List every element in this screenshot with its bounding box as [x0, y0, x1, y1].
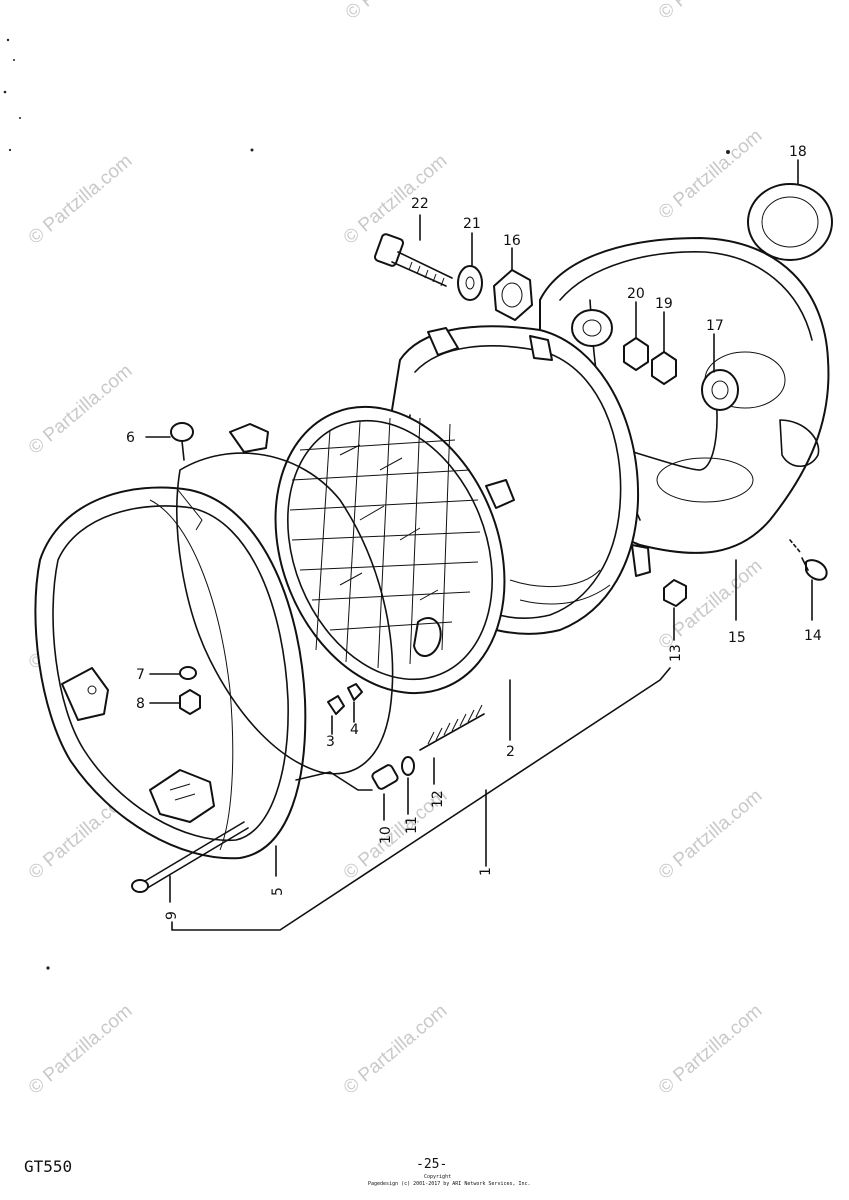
callout-1: 1 — [478, 867, 494, 876]
page-number: -25- — [416, 1157, 447, 1172]
inner-ring — [176, 423, 394, 775]
copyright-line-1: Copyright — [424, 1174, 451, 1180]
watermark: © Partzilla.com — [655, 785, 767, 883]
part-12-spring — [419, 704, 485, 751]
watermark: © Partzilla.com — [25, 1000, 137, 1098]
callout-16: 16 — [503, 233, 521, 249]
callout-17: 17 — [706, 318, 724, 334]
part-16-grommet — [493, 269, 533, 321]
callout-8: 8 — [136, 696, 145, 712]
model-code: GT550 — [24, 1157, 72, 1176]
callout-9: 9 — [164, 911, 180, 920]
part-18-grommet — [747, 183, 833, 261]
part-10-spacer — [371, 764, 399, 790]
callout-18: 18 — [789, 144, 807, 160]
callout-22: 22 — [411, 196, 429, 212]
part-19-nut — [651, 351, 677, 385]
part-9-adjuster-screw — [131, 821, 249, 893]
part-17-grommet — [701, 369, 739, 411]
watermark: © Partzilla.com — [655, 1000, 767, 1098]
callout-4: 4 — [350, 722, 359, 738]
watermark: © Partzilla.com — [25, 150, 137, 248]
callout-10: 10 — [378, 826, 394, 844]
callout-15: 15 — [728, 630, 746, 646]
part-2-sealed-beam — [274, 405, 515, 695]
part-14-screw — [789, 539, 828, 581]
callout-13: 13 — [668, 644, 684, 662]
callout-labels: 22 21 16 18 20 19 17 6 7 8 3 4 2 13 15 1… — [126, 144, 822, 920]
callout-19: 19 — [655, 296, 673, 312]
part-21-washer-hole — [465, 276, 475, 290]
part-7-washer — [179, 666, 197, 680]
leader-lines — [145, 159, 813, 931]
part-8-nut — [179, 689, 201, 715]
part-6-screw — [170, 422, 194, 461]
part-20-nut — [623, 337, 649, 371]
part-4-nut — [347, 683, 363, 701]
callout-11: 11 — [404, 816, 420, 834]
scan-speckles — [3, 38, 730, 970]
callout-20: 20 — [627, 286, 645, 302]
part-11-washer — [401, 756, 415, 776]
part-3-screw — [327, 695, 345, 715]
watermark: © Partzilla.com — [25, 360, 137, 458]
part-5-headlight-rim — [34, 486, 307, 860]
lens-pattern — [289, 417, 481, 669]
watermark: © Partzilla.com — [655, 0, 767, 24]
watermark: © Partzilla.com — [340, 1000, 452, 1098]
callout-6: 6 — [126, 430, 135, 446]
callout-5: 5 — [270, 887, 286, 896]
watermark: © Partzilla.com — [340, 150, 452, 248]
callout-14: 14 — [804, 628, 822, 644]
watermark: © Partzilla.com — [342, 0, 454, 24]
callout-12: 12 — [430, 790, 446, 808]
callout-3: 3 — [326, 734, 335, 750]
page-footer: GT550 -25- Copyright Pagedesign (c) 2001… — [24, 1157, 531, 1187]
part-13-nut — [663, 579, 687, 607]
callout-7: 7 — [136, 667, 145, 683]
part-21-washer — [457, 265, 483, 301]
copyright-line-2: Pagedesign (c) 2001-2017 by ARI Network … — [368, 1181, 531, 1187]
callout-2: 2 — [506, 744, 515, 760]
part-22-bolt — [374, 233, 453, 287]
callout-21: 21 — [463, 216, 481, 232]
